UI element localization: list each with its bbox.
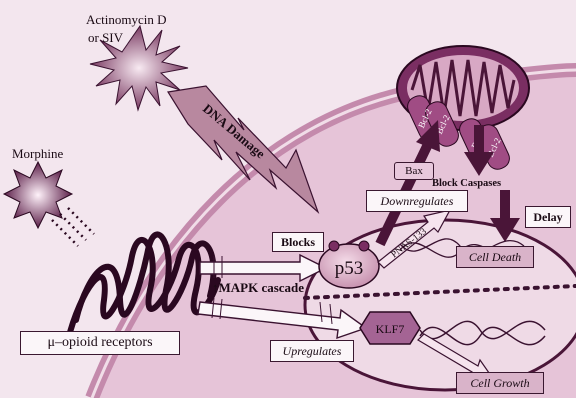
morphine-label: Morphine	[12, 146, 63, 162]
actinomycin-label-line1: Actinomycin D	[86, 12, 167, 27]
mapk-cascade-label: ↑MAPK cascade	[212, 280, 304, 295]
klf7-label: KLF7	[376, 322, 405, 336]
upregulates-label-box: Upregulates	[270, 340, 354, 362]
delay-label-box: Delay	[525, 206, 571, 228]
blocks-label-box: Blocks	[272, 232, 324, 252]
p53-label: p53	[335, 258, 364, 279]
morphine-star-icon	[4, 162, 72, 228]
downregulates-label-box: Downregulates	[366, 190, 468, 212]
cell-death-label-box: Cell Death	[456, 246, 534, 268]
receptors-label-box: μ–opioid receptors	[20, 331, 180, 355]
cell-growth-label-box: Cell Growth	[456, 372, 544, 394]
bax-label-box: Bax	[394, 162, 434, 180]
block-caspases-label: Block Caspases	[432, 178, 501, 189]
actinomycin-label-line2: or SIV	[88, 30, 124, 45]
